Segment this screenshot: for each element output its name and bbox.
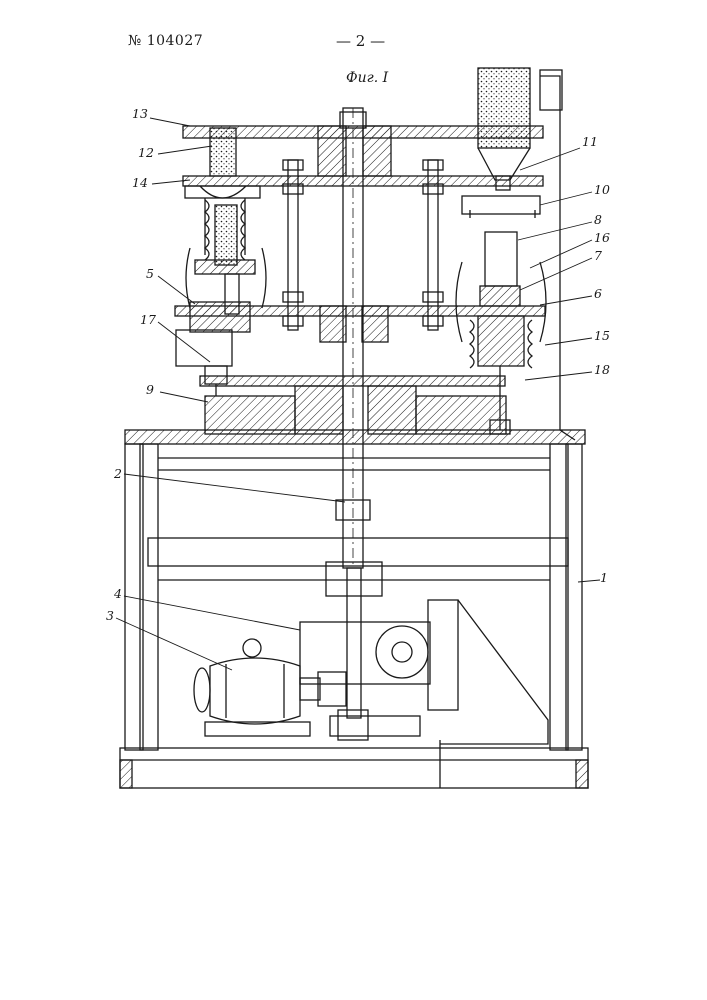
label-13: 13: [132, 106, 148, 121]
label-16: 16: [594, 230, 610, 245]
label-8: 8: [594, 212, 602, 227]
label-11: 11: [582, 134, 598, 149]
label-5: 5: [146, 266, 154, 281]
label-6: 6: [594, 286, 602, 301]
label-9: 9: [146, 382, 154, 397]
lower-disc: [200, 376, 506, 434]
label-17: 17: [140, 312, 156, 327]
label-4: 4: [113, 586, 122, 601]
label-18: 18: [594, 362, 610, 377]
gearbox: [300, 562, 548, 744]
label-10: 10: [594, 182, 610, 197]
left-station: [176, 128, 266, 396]
reference-labels: [116, 118, 600, 670]
label-12: 12: [138, 145, 154, 160]
label-3: 3: [106, 608, 114, 623]
label-2: 2: [113, 466, 122, 481]
electric-motor: [194, 639, 346, 736]
label-1: 1: [600, 570, 608, 585]
label-15: 15: [594, 328, 610, 343]
label-14: 14: [132, 175, 148, 190]
label-7: 7: [594, 248, 602, 263]
second-disc: [183, 176, 543, 186]
